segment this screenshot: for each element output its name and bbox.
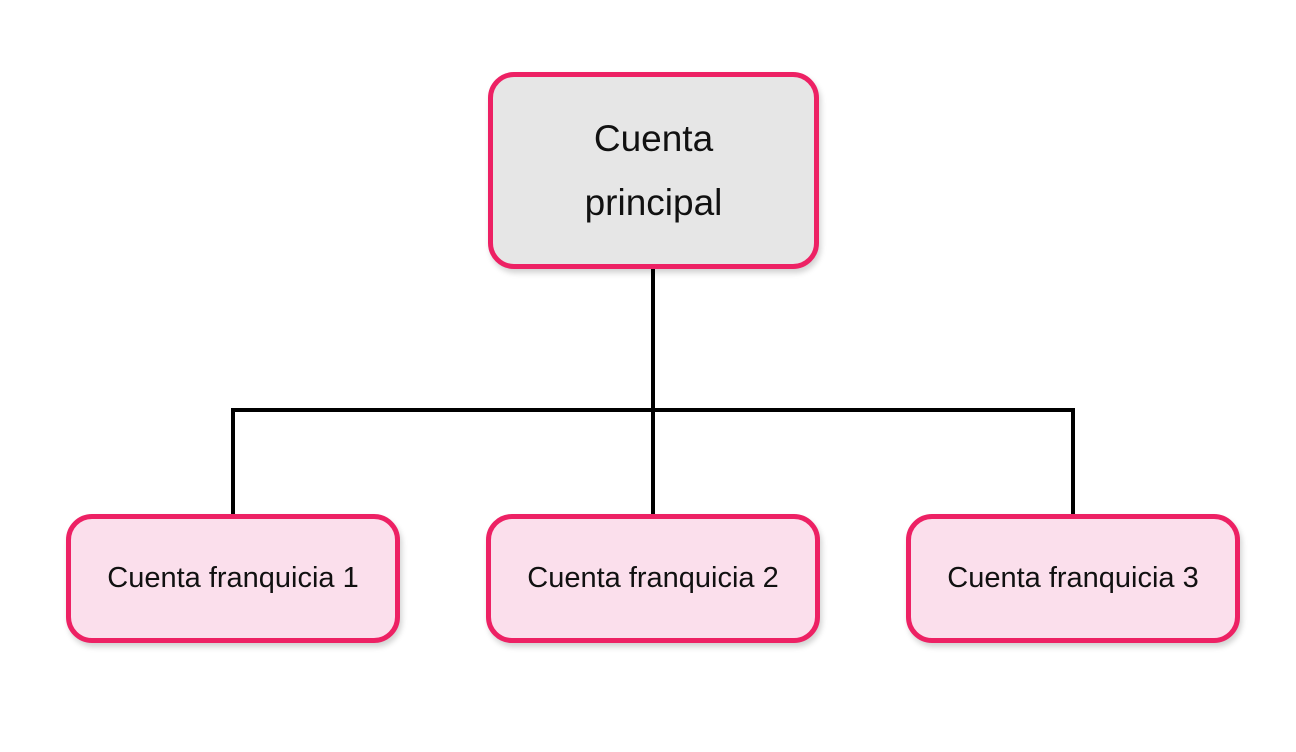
connector-drop-child-1 bbox=[231, 408, 235, 515]
node-root-label: Cuenta principal bbox=[584, 117, 723, 223]
connector-root-stem bbox=[651, 268, 655, 515]
node-child-label: Cuenta franquicia 1 bbox=[107, 561, 359, 594]
node-cuenta-franquicia-2: Cuenta franquicia 2 bbox=[486, 514, 820, 643]
node-cuenta-franquicia-3: Cuenta franquicia 3 bbox=[906, 514, 1240, 643]
node-child-label: Cuenta franquicia 3 bbox=[947, 561, 1199, 594]
node-child-label: Cuenta franquicia 2 bbox=[527, 561, 779, 594]
node-cuenta-franquicia-1: Cuenta franquicia 1 bbox=[66, 514, 400, 643]
node-root-cuenta-principal: Cuenta principal bbox=[488, 72, 819, 269]
connector-drop-child-3 bbox=[1071, 408, 1075, 515]
connector-horizontal-bar bbox=[231, 408, 1075, 412]
